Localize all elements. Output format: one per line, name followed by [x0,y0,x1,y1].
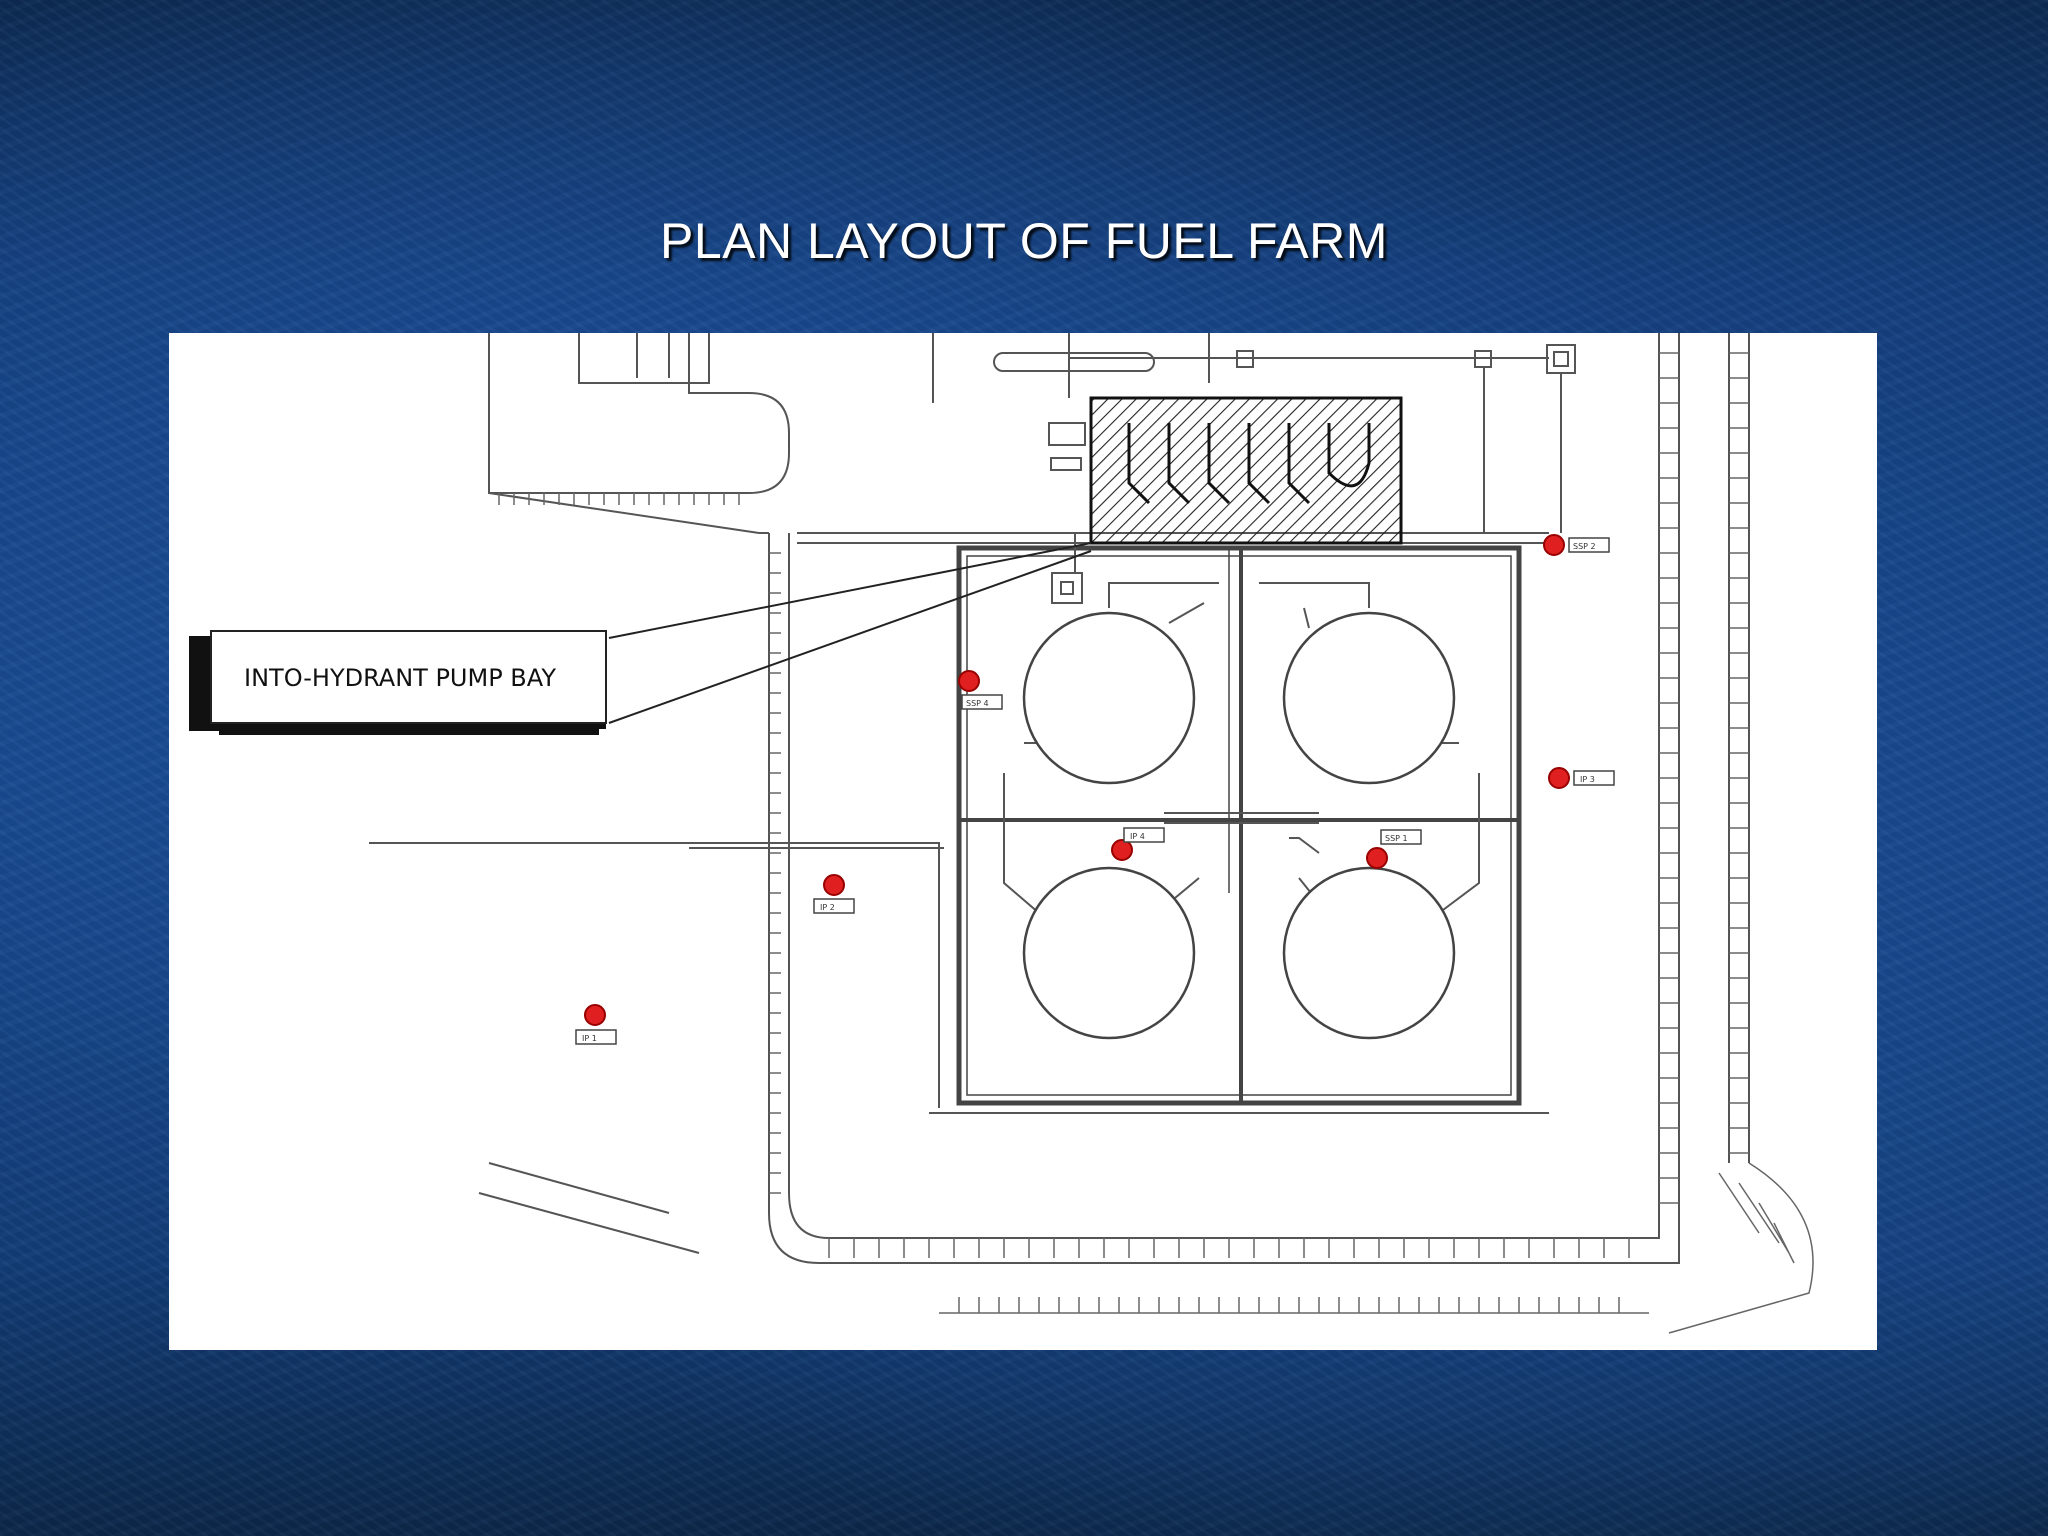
hydrant-marker-ssp4: SSP 4 [958,670,1003,710]
tank-north-east [1282,611,1456,785]
pump-bay-callout: INTO-HYDRANT PUMP BAY [189,542,1092,735]
hydrant-marker-ssp1: SSP 1 [1366,829,1422,869]
callout-label: INTO-HYDRANT PUMP BAY [244,664,556,692]
hydrant-marker-ip1: IP 1 [575,1004,617,1045]
tag-label-ssp3: SSP 3 [1369,766,1392,775]
tank-south-east [1282,866,1456,1040]
tag-label-ip3: IP 3 [1580,775,1595,784]
hydrant-marker-ip4: IP 4 [1111,827,1165,861]
tag-label-ip4: IP 4 [1130,832,1145,841]
fuel-farm-drawing: INTO-HYDRANT PUMP BAY SSP 4 IP 2 IP 3 IP… [169,333,1877,1350]
tag-label-ssp2: SSP 2 [1573,542,1596,551]
hydrant-marker-ip2: IP 2 [813,874,855,914]
hydrant-marker-ip3: IP 3 [1548,767,1615,789]
tag-ssp3: SSP 3 [1369,766,1392,775]
slide-title: PLAN LAYOUT OF FUEL FARM [660,213,1388,269]
plan-drawing-svg: INTO-HYDRANT PUMP BAY SSP 4 IP 2 IP 3 IP… [189,333,1814,1334]
top-equipment [932,333,1576,604]
tag-label-ip2: IP 2 [820,903,835,912]
tank-north-west [1022,611,1196,785]
tag-label-ssp4: SSP 4 [966,699,989,708]
hydrant-marker-ssp2: SSP 2 [1543,534,1610,556]
tank-bund [956,545,1522,1106]
tag-label-ip1: IP 1 [582,1034,597,1043]
bank-ticks [498,352,1814,1334]
tank-south-west [1022,866,1196,1040]
hydrant-markers: SSP 4 IP 2 IP 3 IP 4 SSP 1 SSP 2 [575,534,1615,1045]
storage-tanks [1022,611,1456,1040]
tag-label-ssp1: SSP 1 [1385,834,1408,843]
pump-bay-building [1089,396,1403,545]
